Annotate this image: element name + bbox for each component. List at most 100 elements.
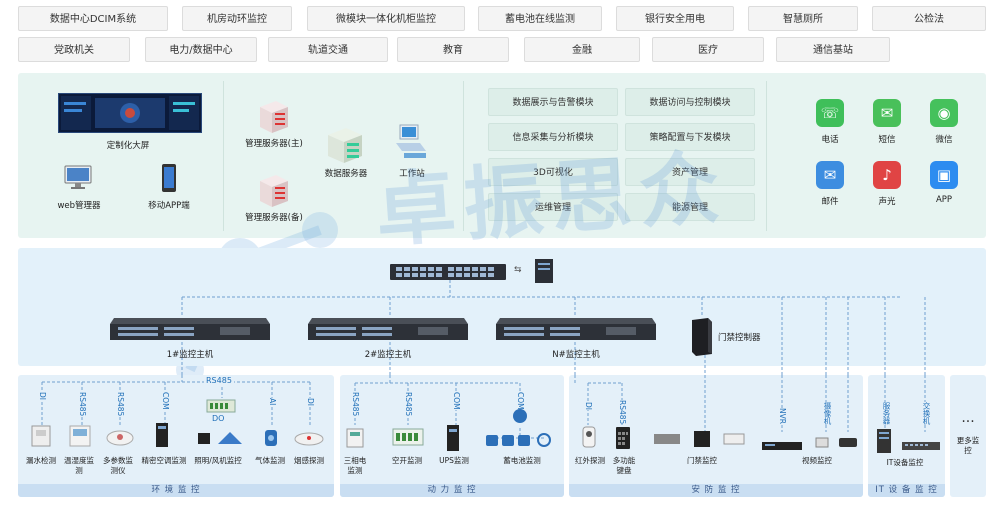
leak-sensor-icon	[30, 424, 52, 448]
more-monitor-panel	[950, 375, 986, 497]
app-icon: ▣	[930, 161, 958, 189]
breaker-monitor-icon	[392, 428, 424, 446]
industry-tag: 银行安全用电	[616, 6, 734, 31]
server-main-icon	[256, 99, 292, 139]
environment-monitor-title: 环 境 监 控	[18, 484, 334, 497]
monitor-host-icon	[110, 316, 270, 346]
platform-layer-panel: 定制化大屏 web管理器 移动APP端 管理服务器(主) 管理服务器(备) 数据…	[18, 73, 986, 238]
industry-tag: 通信基站	[776, 37, 890, 62]
big-screen-label: 定制化大屏	[106, 141, 150, 151]
protocol-label: RS485	[351, 392, 360, 417]
protocol-label: RS485	[116, 392, 125, 417]
door-controller-label: 门禁控制器	[718, 333, 761, 343]
door-controller-icon	[690, 316, 714, 360]
temp-humidity-icon	[68, 424, 92, 448]
alert-channel-label: 短信	[878, 135, 896, 145]
server-main-label: 管理服务器(主)	[245, 139, 303, 149]
device-label: 烟感探测	[294, 456, 324, 465]
protocol-label: COM	[516, 392, 525, 410]
device-label: 多参数监测仪	[103, 456, 133, 475]
lighting-controller-icon	[206, 398, 236, 414]
nvr-icon	[762, 436, 802, 450]
data-server-label: 数据服务器	[324, 169, 368, 179]
multi-sensor-icon	[106, 428, 134, 446]
more-dots: ...	[961, 410, 975, 426]
monitor-host-label: 1#监控主机	[166, 350, 214, 360]
alert-channel-label: APP	[935, 195, 953, 205]
industry-tag: 教育	[397, 37, 509, 62]
alarm-light-icon: ♪	[873, 161, 901, 189]
device-label: 气体监测	[255, 456, 285, 465]
infrared-detector-icon	[582, 426, 596, 448]
three-phase-meter-icon	[346, 428, 364, 448]
link-arrows-icon: ⇆	[514, 265, 522, 275]
platform-module: 策略配置与下发模块	[625, 123, 755, 151]
industry-tag: 蓄电池在线监测	[478, 6, 602, 31]
server-backup-label: 管理服务器(备)	[245, 213, 303, 223]
protocol-label: 服务器	[881, 402, 892, 425]
industry-tag: 数据中心DCIM系统	[18, 6, 168, 31]
platform-module: 资产管理	[625, 158, 755, 186]
protocol-label: RS485	[404, 392, 413, 417]
phone-icon: ☏	[816, 99, 844, 127]
platform-module: 3D可视化	[488, 158, 618, 186]
protocol-label: 交换机	[921, 402, 932, 425]
it-server-icon	[876, 428, 892, 454]
it-switch-icon	[902, 436, 940, 450]
industry-tag: 党政机关	[18, 37, 130, 62]
protocol-label: AI	[268, 398, 277, 406]
keypad-icon	[615, 426, 631, 450]
ups-icon	[446, 424, 460, 452]
battery-units-icon	[484, 432, 556, 448]
security-monitor-title: 安 防 监 控	[569, 484, 863, 497]
protocol-label: 摄像机	[822, 402, 833, 425]
dashboard-screen-icon	[58, 93, 202, 133]
mobile-app-label: 移动APP端	[148, 201, 190, 211]
protocol-label: COM	[452, 392, 461, 410]
device-label: 视频监控	[802, 456, 832, 465]
protocol-label: DI	[38, 392, 47, 400]
platform-module: 信息采集与分析模块	[488, 123, 618, 151]
more-monitor-label: 更多监控	[956, 436, 980, 455]
battery-monitor-hub-icon	[512, 408, 528, 424]
mail-icon: ✉	[816, 161, 844, 189]
protocol-label: DI	[306, 398, 315, 406]
power-monitor-title: 动 力 监 控	[340, 484, 564, 497]
device-label: 空开监测	[392, 456, 422, 465]
it-monitor-title: IT 设 备 监 控	[868, 484, 945, 497]
device-label: 门禁监控	[687, 456, 717, 465]
workstation-label: 工作站	[399, 169, 425, 179]
protocol-label: RS485	[618, 400, 627, 425]
monitor-icon	[64, 165, 92, 195]
monitor-host-label: N#监控主机	[552, 350, 600, 360]
alert-channel-label: 微信	[935, 135, 953, 145]
device-label: 红外探测	[575, 456, 605, 465]
server-backup-icon	[256, 173, 292, 213]
data-server-icon	[326, 125, 366, 169]
access-control-icon	[652, 430, 748, 448]
do-label: DO	[212, 414, 225, 423]
network-switch-icon	[390, 262, 506, 286]
device-label: 精密空调监测	[141, 456, 187, 465]
firewall-icon	[534, 258, 554, 288]
platform-module: 数据展示与告警模块	[488, 88, 618, 116]
rs485-bus-label: RS485	[204, 376, 234, 385]
device-label: 漏水检测	[26, 456, 56, 465]
wechat-icon: ◉	[930, 99, 958, 127]
industry-tag: 智慧厕所	[748, 6, 858, 31]
industry-tag: 微模块一体化机柜监控	[307, 6, 465, 31]
device-label: 多功能键盘	[612, 456, 636, 475]
monitor-host-label: 2#监控主机	[364, 350, 412, 360]
web-manager-label: web管理器	[57, 201, 101, 211]
industry-tag: 电力/数据中心	[145, 37, 257, 62]
industry-tag: 医疗	[652, 37, 764, 62]
precision-ac-icon	[155, 422, 169, 448]
camera-icon	[815, 434, 859, 448]
platform-module: 能源管理	[625, 193, 755, 221]
alert-channel-label: 电话	[821, 135, 839, 145]
device-label: IT设备监控	[886, 458, 924, 467]
industry-tag: 金融	[524, 37, 640, 62]
protocol-label: RS485	[78, 392, 87, 417]
protocol-label: COM	[161, 392, 170, 410]
device-label: UPS监测	[439, 456, 469, 465]
